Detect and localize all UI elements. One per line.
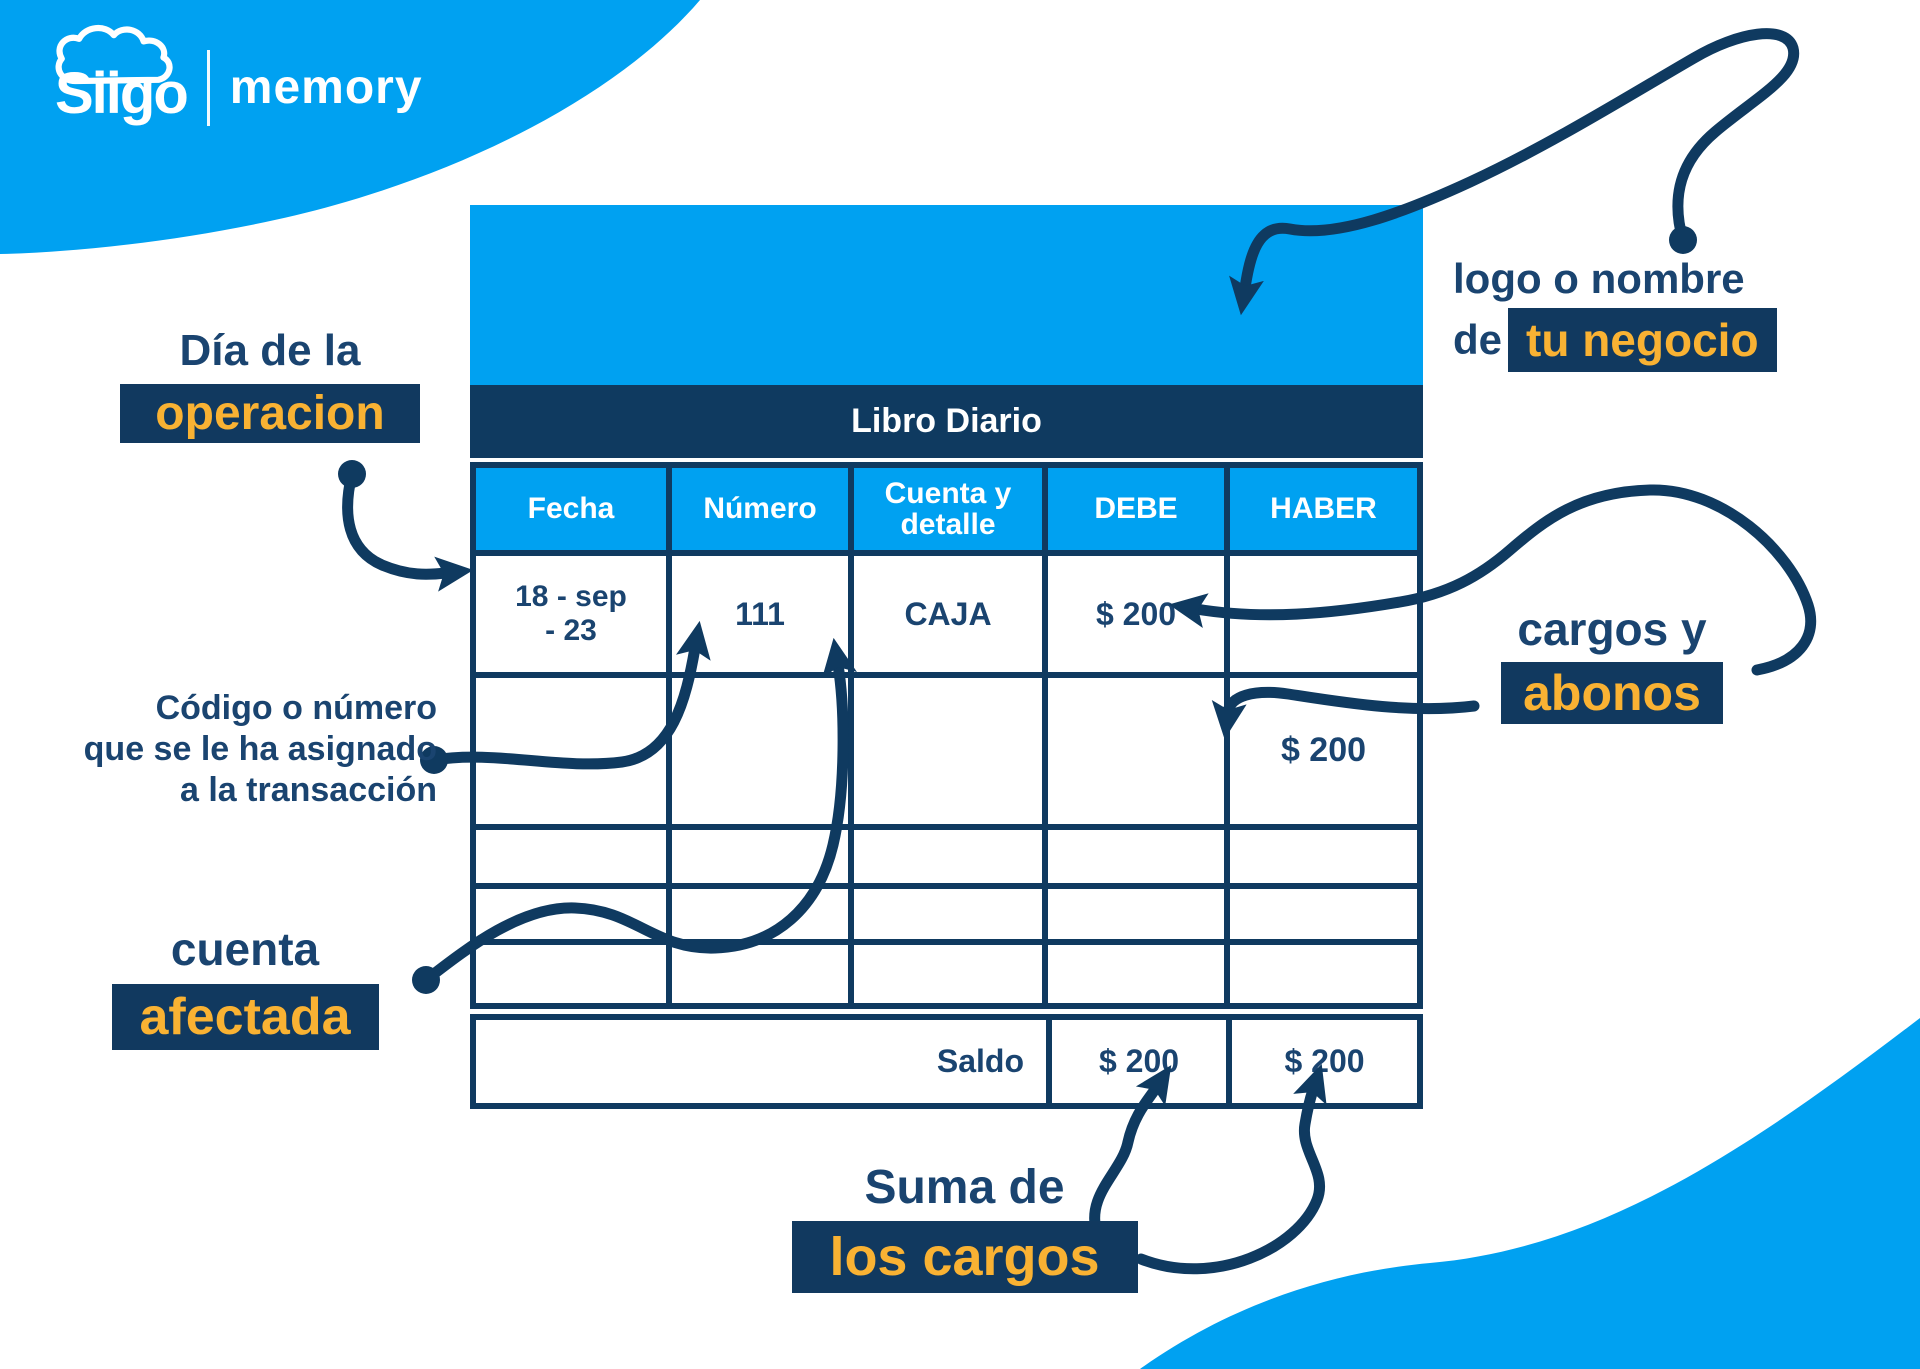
highlight-abonos: abonos [1501, 662, 1723, 724]
annotation-text: Día de la [179, 326, 361, 375]
empty-cell [473, 942, 669, 1006]
empty-cell [669, 827, 851, 886]
annotation-text: Suma de [864, 1161, 1065, 1214]
annotation-text: que se le ha asignado [83, 730, 437, 768]
empty-cell [669, 942, 851, 1006]
saldo-haber: $ 200 [1226, 1020, 1417, 1103]
annotation-dia-operacion: Día de la operacion [100, 326, 440, 443]
empty-cell [851, 675, 1045, 827]
saldo-row: Saldo $ 200 $ 200 [470, 1014, 1423, 1109]
fecha-line1: 18 - sep [515, 579, 627, 613]
empty-cell [1045, 942, 1227, 1006]
cell-haber-empty [1227, 553, 1420, 675]
brand-product: memory [229, 61, 423, 114]
empty-cell [669, 886, 851, 942]
empty-cell [1227, 827, 1420, 886]
top-left-wave [0, 0, 700, 254]
empty-cell [473, 827, 669, 886]
column-header-haber: HABER [1227, 465, 1420, 553]
cell-cuenta: CAJA [851, 553, 1045, 675]
empty-cell [473, 675, 669, 827]
annotation-logo-negocio: logo o nombre de tu negocio [1453, 258, 1777, 372]
cell-numero: 111 [669, 553, 851, 675]
empty-cell [1045, 886, 1227, 942]
highlight-afectada: afectada [111, 984, 379, 1050]
connector-dot [338, 460, 366, 488]
cell-debe: $ 200 [1045, 553, 1227, 675]
annotation-text: logo o nombre [1453, 255, 1745, 302]
column-header-numero: Número [669, 465, 851, 553]
cloud-icon [55, 25, 173, 85]
journal-table: Libro Diario Fecha Número Cuenta y detal… [470, 205, 1423, 1109]
saldo-debe: $ 200 [1046, 1020, 1226, 1103]
highlight-operacion: operacion [120, 384, 420, 443]
journal-title: Libro Diario [470, 385, 1423, 458]
connector-dot [412, 966, 440, 994]
empty-cell [1045, 675, 1227, 827]
column-header-debe: DEBE [1045, 465, 1227, 553]
highlight-tu-negocio: tu negocio [1508, 308, 1777, 372]
column-header-cuenta: Cuenta y detalle [851, 465, 1045, 553]
empty-cell [851, 886, 1045, 942]
empty-cell [1045, 827, 1227, 886]
empty-cell [851, 942, 1045, 1006]
brand-separator [206, 49, 210, 126]
business-logo-area [470, 205, 1423, 385]
empty-cell [1227, 886, 1420, 942]
fecha-line2: - 23 [545, 614, 597, 647]
annotation-text: de [1453, 316, 1503, 363]
annotation-text: Código o número [155, 689, 437, 727]
annotation-text: cargos y [1517, 603, 1707, 655]
empty-cell [851, 827, 1045, 886]
cell-haber-credit: $ 200 [1227, 675, 1420, 827]
annotation-cuenta-afectada: cuenta afectada [80, 922, 410, 1050]
connector-dot [1669, 226, 1697, 254]
annotation-text: a la transacción [179, 771, 437, 809]
brand-name: Siigo [55, 61, 189, 126]
column-header-fecha: Fecha [473, 465, 669, 553]
empty-cell [669, 675, 851, 827]
journal-grid: Fecha Número Cuenta y detalle DEBE HABER… [470, 462, 1423, 1009]
highlight-los-cargos: los cargos [791, 1221, 1138, 1293]
annotation-suma-cargos: Suma de los cargos [791, 1160, 1138, 1293]
annotation-text: cuenta [170, 923, 320, 975]
empty-cell [473, 886, 669, 942]
brand-logo: Siigo memory [55, 25, 423, 127]
saldo-label: Saldo [936, 1043, 1024, 1079]
arrow-operacion-to-fecha [342, 468, 474, 592]
bottom-right-wave [1140, 1018, 1920, 1369]
annotation-codigo: Código o número que se le ha asignado a … [20, 688, 437, 811]
annotation-cargos-abonos: cargos y abonos [1462, 602, 1762, 724]
cell-fecha: 18 - sep - 23 [473, 553, 669, 675]
empty-cell [1227, 942, 1420, 1006]
